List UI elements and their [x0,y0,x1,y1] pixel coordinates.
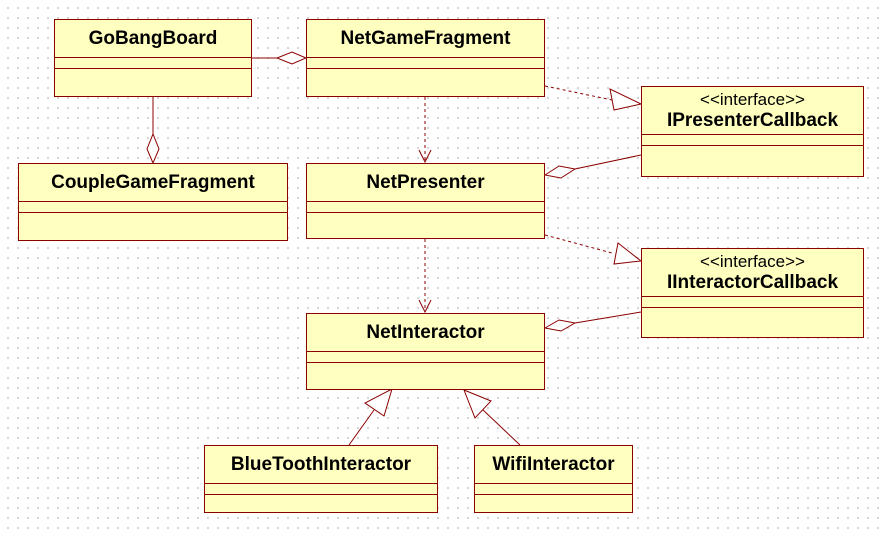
operations-compartment [475,495,632,512]
class-net-game-fragment[interactable]: NetGameFragment [306,19,545,97]
fragment-realizes-ipresenter-line [544,85,613,101]
class-name: IPresenterCallback [666,110,839,131]
interface-header: <<interface>> IPresenterCallback [642,87,863,135]
presenter-callback-aggregation-diamond [543,165,577,179]
operations-compartment [19,213,287,240]
class-name: NetInteractor [307,314,544,352]
operations-compartment [205,495,437,512]
presenter-depends-interactor-arrow [418,299,432,314]
class-name: IInteractorCallback [666,272,839,293]
class-name: WifiInteractor [475,446,632,484]
class-bluetooth-interactor[interactable]: BlueToothInteractor [204,445,438,513]
class-name: NetGameFragment [307,20,544,58]
class-name: BlueToothInteractor [205,446,437,484]
attributes-compartment [642,135,863,146]
attributes-compartment [642,297,863,308]
class-name: NetPresenter [307,164,544,202]
class-net-presenter[interactable]: NetPresenter [306,163,545,239]
class-gobang-board[interactable]: GoBangBoard [54,19,252,97]
interface-iinteractor-callback[interactable]: <<interface>> IInteractorCallback [641,248,864,338]
bluetooth-extends-interactor-line [348,409,375,446]
operations-compartment [642,308,863,337]
class-name: CoupleGameFragment [19,164,287,202]
presenter-realizes-iinteractor-line [544,234,613,254]
attributes-compartment [205,484,437,495]
bluetooth-extends-interactor-triangle [364,388,393,417]
stereotype-label: <<interface>> [700,252,805,271]
interactor-callback-association-line [574,311,642,324]
board-couple-aggregation-diamond [146,132,160,165]
operations-compartment [307,213,544,238]
operations-compartment [307,69,544,96]
class-net-interactor[interactable]: NetInteractor [306,313,545,390]
operations-compartment [55,69,251,96]
wifi-extends-interactor-line [481,408,521,446]
attributes-compartment [307,202,544,213]
board-fragment-aggregation-diamond [275,51,308,65]
operations-compartment [307,363,544,389]
attributes-compartment [307,58,544,69]
stereotype-label: <<interface>> [700,90,805,109]
attributes-compartment [475,484,632,495]
class-wifi-interactor[interactable]: WifiInteractor [474,445,633,513]
class-couple-game-fragment[interactable]: CoupleGameFragment [18,163,288,241]
wifi-extends-interactor-triangle [463,389,492,419]
interface-header: <<interface>> IInteractorCallback [642,249,863,297]
operations-compartment [642,146,863,176]
fragment-depends-presenter-arrow [418,149,432,164]
fragment-realizes-ipresenter-triangle [609,88,643,111]
attributes-compartment [19,202,287,213]
class-name: GoBangBoard [55,20,251,58]
interactor-callback-aggregation-diamond [543,319,577,332]
presenter-realizes-iinteractor-triangle [613,242,643,265]
attributes-compartment [55,58,251,69]
presenter-callback-association-line [574,154,642,170]
interface-ipresenter-callback[interactable]: <<interface>> IPresenterCallback [641,86,864,177]
attributes-compartment [307,352,544,363]
